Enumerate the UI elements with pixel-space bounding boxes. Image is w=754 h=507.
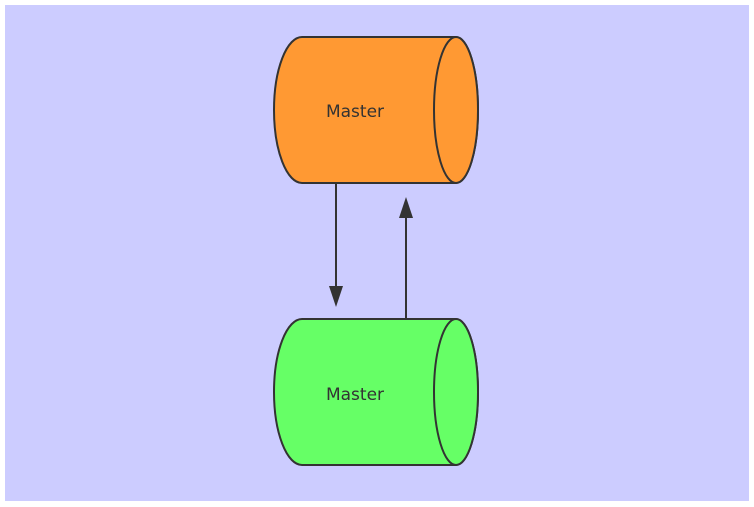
node-label: Master: [326, 385, 384, 405]
master-node-top[interactable]: Master: [273, 36, 479, 184]
master-node-bottom[interactable]: Master: [273, 318, 479, 466]
cylinder-cap: [433, 318, 479, 466]
cylinder-cap: [433, 36, 479, 184]
edge-bottom-to-top: [399, 197, 413, 318]
node-label: Master: [326, 102, 384, 122]
arrow-down-head: [329, 286, 343, 307]
arrow-up-head: [399, 197, 413, 218]
edge-top-to-bottom: [329, 184, 343, 307]
